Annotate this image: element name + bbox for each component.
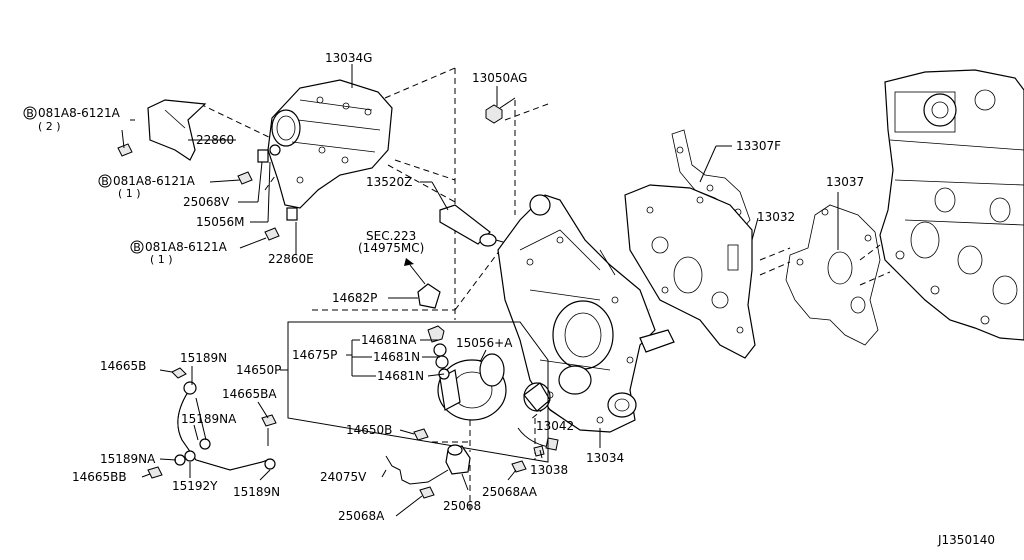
label-13520Z: 13520Z: [366, 175, 412, 189]
label-sec-ref: SEC.223: [366, 229, 416, 243]
label-15189NA-b: 15189NA: [100, 452, 156, 466]
label-14681N-a: 14681N: [373, 350, 420, 364]
vacuum-hose-assembly: [147, 367, 277, 479]
label-13038: 13038: [530, 463, 568, 477]
label-bolt-b2: 081A8-6121A: [113, 174, 196, 188]
bolt-13050AG: [485, 97, 516, 124]
label-bolt-b3-qty: ( 1 ): [150, 253, 173, 266]
front-cover-part: [497, 194, 675, 433]
label-22860E: 22860E: [268, 252, 314, 266]
label-bolt-b1: 081A8-6121A: [38, 106, 121, 120]
label-15192Y: 15192Y: [172, 479, 218, 493]
bolt-symbol-3: B: [130, 240, 144, 254]
plate-13032: [624, 184, 756, 359]
gasket-13037: [785, 204, 881, 346]
sensor-14682P: [404, 258, 441, 309]
label-15056A: 15056+A: [456, 336, 513, 350]
label-14650B: 14650B: [346, 423, 392, 437]
label-13034: 13034: [586, 451, 624, 465]
label-14682P: 14682P: [332, 291, 377, 305]
tensioner-part: [439, 204, 511, 247]
label-15056M: 15056M: [196, 215, 245, 229]
label-15189N-b: 15189N: [233, 485, 280, 499]
bolt-symbol-1: B: [23, 106, 37, 120]
gasket-strip-part: [517, 427, 559, 451]
bracket-part: [147, 99, 207, 161]
label-14665B: 14665B: [100, 359, 146, 373]
label-25068A: 25068A: [338, 509, 385, 523]
label-13307F: 13307F: [736, 139, 781, 153]
bolt-symbol-2: B: [98, 174, 112, 188]
label-25068V: 25068V: [183, 195, 230, 209]
label-25068AA: 25068AA: [482, 485, 538, 499]
svg-text:B: B: [26, 107, 34, 120]
engine-block: [879, 69, 1024, 341]
label-bolt-b2-qty: ( 1 ): [118, 187, 141, 200]
label-25068: 25068: [443, 499, 481, 513]
label-14681N-b: 14681N: [377, 369, 424, 383]
label-15189NA-a: 15189NA: [181, 412, 237, 426]
svg-text:B: B: [133, 241, 141, 254]
svg-text:B: B: [101, 175, 109, 188]
upper-housing-part: [267, 79, 393, 209]
housing-bolts: [117, 143, 298, 241]
oil-seal-part: [523, 382, 551, 412]
label-bolt-b1-qty: ( 2 ): [38, 120, 61, 133]
bracket-lines: [346, 339, 445, 377]
label-22860: 22860: [196, 133, 234, 147]
label-sec-ref-sub: (14975MC): [358, 241, 424, 255]
label-14650P: 14650P: [236, 363, 281, 377]
diagram-id: J1350140: [937, 533, 995, 547]
label-13037: 13037: [826, 175, 864, 189]
vacuum-pump-part: [413, 325, 507, 441]
label-14665BB: 14665BB: [72, 470, 127, 484]
label-24075V: 24075V: [320, 470, 367, 484]
label-bolt-b3: 081A8-6121A: [145, 240, 228, 254]
label-13042: 13042: [536, 419, 574, 433]
callout-labels: 081A8-6121A ( 2 ) 22860 081A8-6121A ( 1 …: [38, 51, 995, 547]
label-13050AG: 13050AG: [472, 71, 527, 85]
label-14681NA: 14681NA: [361, 333, 417, 347]
solenoid-and-harness: [385, 444, 545, 499]
pump-assembly-box: [280, 321, 549, 463]
label-15189N-a: 15189N: [180, 351, 227, 365]
leader-lines: [121, 64, 839, 517]
label-13032: 13032: [757, 210, 795, 224]
label-14665BA: 14665BA: [222, 387, 277, 401]
label-13034G: 13034G: [325, 51, 372, 65]
label-14675P: 14675P: [292, 348, 337, 362]
